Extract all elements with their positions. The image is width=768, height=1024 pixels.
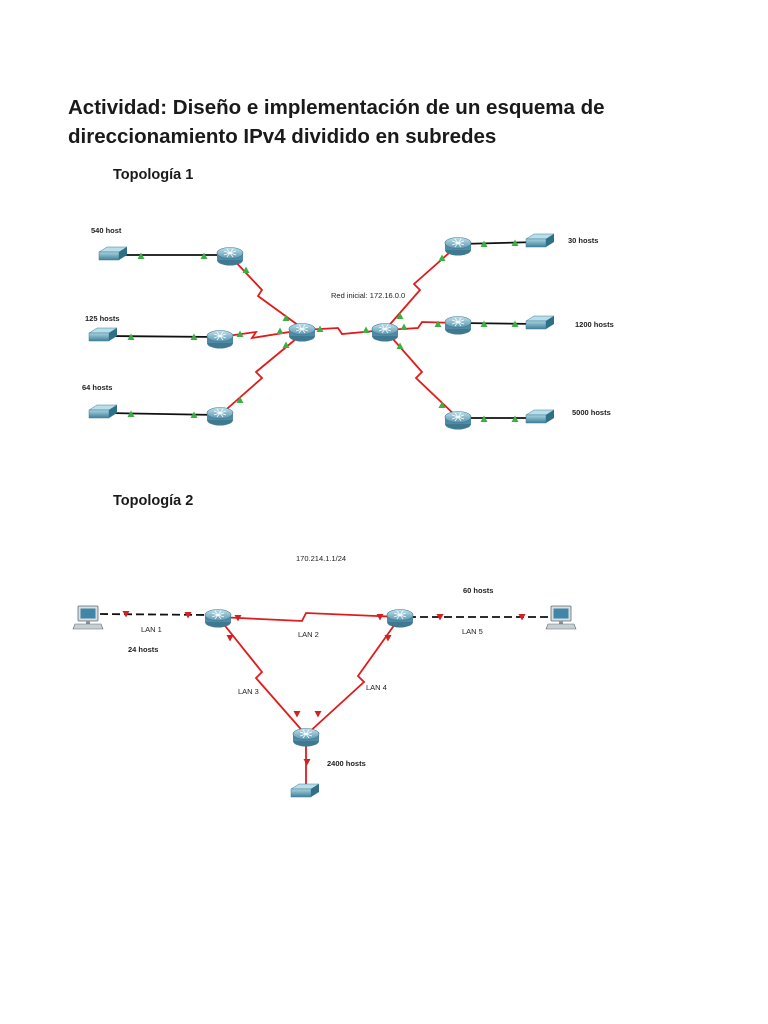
router-30 [444, 237, 472, 256]
label-125-hosts: 125 hosts [85, 314, 120, 323]
switch-540 [98, 246, 128, 261]
ethernet-links [107, 241, 539, 419]
serial-link-core-r5000 [384, 329, 459, 419]
router-right [386, 609, 414, 628]
router-left [204, 609, 232, 628]
router-540 [216, 247, 244, 266]
link-lan2 [217, 612, 401, 622]
label-red-inicial: Red inicial: 172.16.0.0 [331, 291, 405, 300]
ethernet-links-2 [99, 613, 548, 618]
label-lan3: LAN 3 [238, 687, 259, 696]
label-network: 170.214.1.1/24 [296, 554, 346, 563]
link-lan3 [217, 616, 307, 736]
label-lan2: LAN 2 [298, 630, 319, 639]
switch-2400 [290, 783, 320, 798]
label-lan1: LAN 1 [141, 625, 162, 634]
serial-link-r540-core [229, 255, 303, 329]
pc-lan5 [545, 605, 577, 630]
title-line-1: Actividad: Diseño e implementación de un… [68, 96, 605, 119]
label-2400-hosts: 2400 hosts [327, 759, 366, 768]
switch-5000 [525, 409, 555, 424]
ethernet-link-125 [107, 335, 219, 338]
router-125 [206, 330, 234, 349]
serial-link-core-r30 [384, 244, 459, 331]
label-64-hosts: 64 hosts [82, 383, 112, 392]
label-30-hosts: 30 hosts [568, 236, 598, 245]
topologia-2-diagram: 170.214.1.1/24 LAN 1 24 hosts LAN 2 LAN … [72, 554, 577, 798]
topologia-2-heading: Topología 2 [113, 493, 194, 509]
router-bottom [292, 728, 320, 747]
devices-2 [72, 605, 577, 798]
ethernet-link-1200 [459, 322, 539, 325]
topologia-1-diagram: 540 host 125 hosts 64 hosts Red inicial:… [82, 226, 614, 430]
label-lan5: LAN 5 [462, 627, 483, 636]
pc-lan1 [72, 605, 104, 630]
title-line-2: direccionamiento IPv4 dividido en subred… [68, 125, 497, 148]
switch-1200 [525, 315, 555, 330]
label-60-hosts: 60 hosts [463, 586, 493, 595]
ethernet-link-30 [459, 241, 539, 245]
router-core-right [371, 323, 399, 342]
label-540-host: 540 host [91, 226, 122, 235]
router-64 [206, 407, 234, 426]
page-title: Actividad: Diseño e implementación de un… [68, 93, 708, 151]
topologia-1-heading: Topología 1 [113, 167, 194, 183]
label-5000-hosts: 5000 hosts [572, 408, 611, 417]
label-lan4: LAN 4 [366, 683, 387, 692]
label-24-hosts: 24 hosts [128, 645, 158, 654]
serial-links [219, 244, 459, 419]
link-lan4 [305, 616, 401, 736]
router-core-left [288, 323, 316, 342]
switch-125 [88, 327, 118, 342]
router-5000 [444, 411, 472, 430]
router-1200 [444, 316, 472, 335]
switch-30 [525, 233, 555, 248]
ethernet-link-64 [107, 412, 219, 416]
link-lan1 [99, 613, 211, 616]
serial-link-r64-core [219, 333, 303, 416]
switch-64 [88, 404, 118, 419]
label-1200-hosts: 1200 hosts [575, 320, 614, 329]
